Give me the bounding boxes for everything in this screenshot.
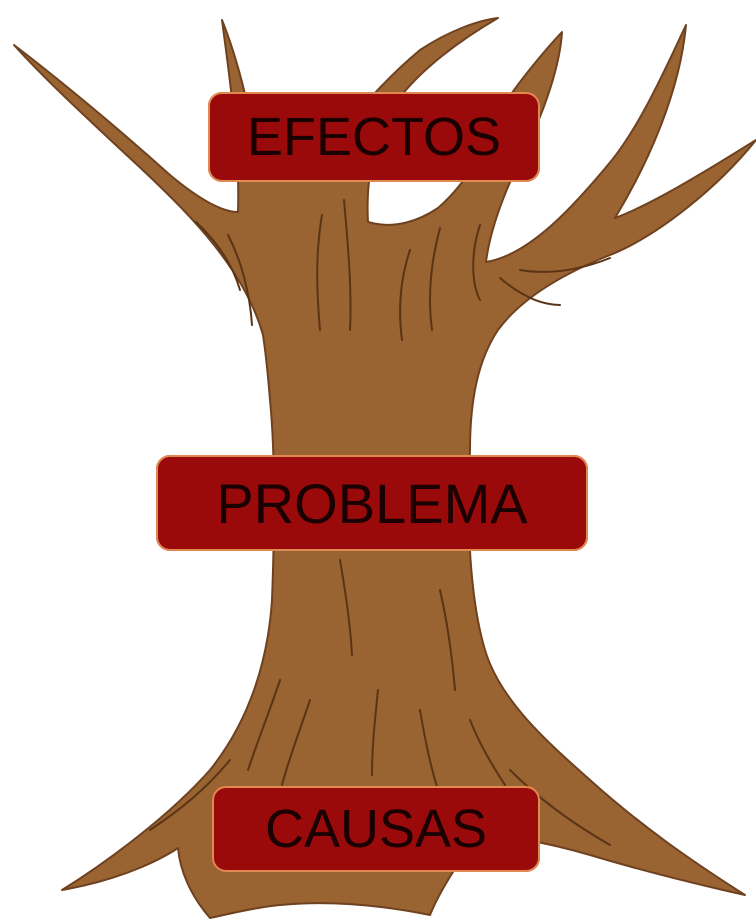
bark-lines xyxy=(149,199,611,846)
causes-label-box: CAUSAS xyxy=(212,786,540,872)
effects-box-bg xyxy=(208,92,540,182)
effects-label: EFECTOS xyxy=(246,107,502,167)
causes-label: CAUSAS xyxy=(264,799,488,859)
causes-box-bg xyxy=(212,786,540,872)
effects-label-box: EFECTOS xyxy=(208,92,540,182)
problem-label-box: PROBLEMA xyxy=(156,455,588,551)
problem-label: PROBLEMA xyxy=(216,471,528,535)
problem-box-bg xyxy=(156,455,588,551)
